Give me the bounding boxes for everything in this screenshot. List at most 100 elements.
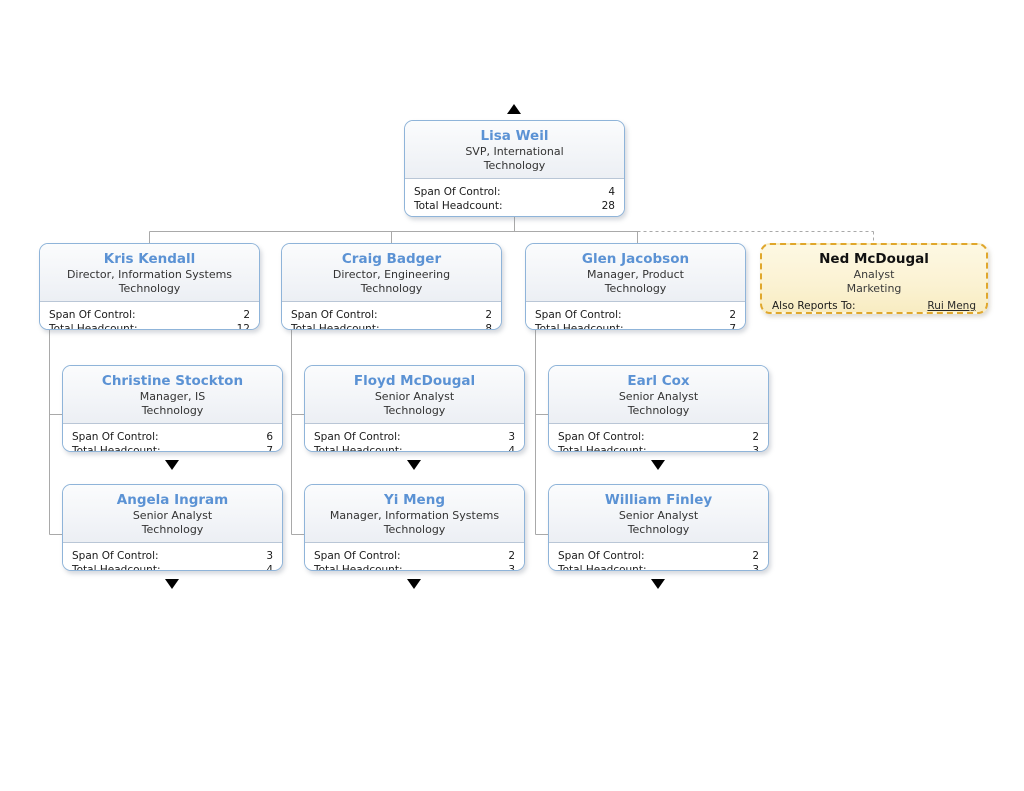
node-department: Technology bbox=[604, 282, 667, 295]
org-node-kris-kendall[interactable]: Kris Kendall Director, Information Syste… bbox=[39, 243, 260, 330]
stat-value: 3 bbox=[752, 445, 759, 452]
org-node-craig-badger[interactable]: Craig Badger Director, Engineering Techn… bbox=[281, 243, 502, 330]
node-department: Technology bbox=[141, 404, 204, 417]
node-header: Christine Stockton Manager, IS Technolog… bbox=[63, 366, 282, 424]
node-name: Floyd McDougal bbox=[353, 373, 476, 389]
org-node-william-finley[interactable]: William Finley Senior Analyst Technology… bbox=[548, 484, 769, 571]
stat-value: 2 bbox=[752, 431, 759, 443]
stat-value: 28 bbox=[601, 200, 615, 212]
stat-label: Total Headcount: bbox=[414, 200, 503, 212]
stat-value: 7 bbox=[266, 445, 273, 452]
node-stats: Span Of Control: 3 Total Headcount: 4 bbox=[305, 424, 524, 452]
node-department: Technology bbox=[483, 159, 546, 172]
node-stats: Span Of Control: 2 Total Headcount: 7 bbox=[526, 302, 745, 330]
node-stats: Span Of Control: 2 Total Headcount: 3 bbox=[305, 543, 524, 571]
stat-total-headcount: Total Headcount: 8 bbox=[291, 322, 492, 330]
stat-label: Total Headcount: bbox=[314, 445, 403, 452]
org-node-yi-meng[interactable]: Yi Meng Manager, Information Systems Tec… bbox=[304, 484, 525, 571]
triangle-down-icon[interactable] bbox=[651, 579, 665, 589]
stat-label: Span Of Control: bbox=[558, 550, 645, 562]
node-department: Technology bbox=[360, 282, 423, 295]
stat-value: 3 bbox=[508, 564, 515, 571]
stat-total-headcount: Total Headcount: 3 bbox=[314, 563, 515, 571]
stat-value: 2 bbox=[752, 550, 759, 562]
stat-total-headcount: Total Headcount: 3 bbox=[558, 444, 759, 452]
node-department: Technology bbox=[141, 523, 204, 536]
node-name: Ned McDougal bbox=[819, 251, 929, 267]
node-stats: Span Of Control: 3 Total Headcount: 4 bbox=[63, 543, 282, 571]
stat-total-headcount: Total Headcount: 7 bbox=[535, 322, 736, 330]
stat-span-of-control: Span Of Control: 2 bbox=[314, 549, 515, 563]
stat-label: Also Reports To: bbox=[772, 300, 856, 312]
org-node-christine-stockton[interactable]: Christine Stockton Manager, IS Technolog… bbox=[62, 365, 283, 452]
node-name: Craig Badger bbox=[341, 251, 442, 267]
stat-span-of-control: Span Of Control: 2 bbox=[535, 308, 736, 322]
node-name: Kris Kendall bbox=[103, 251, 196, 267]
org-node-earl-cox[interactable]: Earl Cox Senior Analyst Technology Span … bbox=[548, 365, 769, 452]
stat-value: 4 bbox=[266, 564, 273, 571]
triangle-down-icon[interactable] bbox=[651, 460, 665, 470]
stat-label: Total Headcount: bbox=[291, 323, 380, 330]
stat-span-of-control: Span Of Control: 2 bbox=[291, 308, 492, 322]
stat-label: Span Of Control: bbox=[535, 309, 622, 321]
triangle-up-icon[interactable] bbox=[507, 104, 521, 114]
triangle-down-icon[interactable] bbox=[165, 579, 179, 589]
stat-label: Span Of Control: bbox=[72, 550, 159, 562]
node-title: Senior Analyst bbox=[374, 390, 455, 403]
stat-span-of-control: Span Of Control: 3 bbox=[72, 549, 273, 563]
node-stats: Also Reports To: Rui Meng bbox=[762, 298, 986, 312]
stat-label: Total Headcount: bbox=[314, 564, 403, 571]
stat-label: Span Of Control: bbox=[72, 431, 159, 443]
org-node-angela-ingram[interactable]: Angela Ingram Senior Analyst Technology … bbox=[62, 484, 283, 571]
stat-total-headcount: Total Headcount: 4 bbox=[72, 563, 273, 571]
org-node-lisa-weil[interactable]: Lisa Weil SVP, International Technology … bbox=[404, 120, 625, 217]
stat-label: Total Headcount: bbox=[49, 323, 138, 330]
stat-span-of-control: Span Of Control: 3 bbox=[314, 430, 515, 444]
node-title: Senior Analyst bbox=[132, 509, 213, 522]
stat-label: Total Headcount: bbox=[558, 445, 647, 452]
triangle-down-icon[interactable] bbox=[165, 460, 179, 470]
stat-value: 6 bbox=[266, 431, 273, 443]
node-stats: Span Of Control: 4 Total Headcount: 28 bbox=[405, 179, 624, 216]
stat-label: Total Headcount: bbox=[558, 564, 647, 571]
node-stats: Span Of Control: 2 Total Headcount: 3 bbox=[549, 424, 768, 452]
stat-value: 8 bbox=[485, 323, 492, 330]
org-node-glen-jacobson[interactable]: Glen Jacobson Manager, Product Technolog… bbox=[525, 243, 746, 330]
stat-value: 2 bbox=[729, 309, 736, 321]
node-title: Senior Analyst bbox=[618, 509, 699, 522]
stat-value: 2 bbox=[243, 309, 250, 321]
stat-total-headcount: Total Headcount: 28 bbox=[414, 199, 615, 213]
org-node-floyd-mcdougal[interactable]: Floyd McDougal Senior Analyst Technology… bbox=[304, 365, 525, 452]
stat-label: Span Of Control: bbox=[414, 186, 501, 198]
stat-span-of-control: Span Of Control: 6 bbox=[72, 430, 273, 444]
node-title: Manager, IS bbox=[139, 390, 206, 403]
node-header: Kris Kendall Director, Information Syste… bbox=[40, 244, 259, 302]
node-name: William Finley bbox=[604, 492, 713, 508]
stat-value: 4 bbox=[608, 186, 615, 198]
node-title: Director, Information Systems bbox=[66, 268, 233, 281]
node-department: Technology bbox=[383, 404, 446, 417]
stat-value: 12 bbox=[236, 323, 250, 330]
stat-label: Total Headcount: bbox=[535, 323, 624, 330]
node-stats: Span Of Control: 6 Total Headcount: 7 bbox=[63, 424, 282, 452]
node-stats: Span Of Control: 2 Total Headcount: 8 bbox=[282, 302, 501, 330]
stat-value: 3 bbox=[266, 550, 273, 562]
node-title: Director, Engineering bbox=[332, 268, 451, 281]
node-name: Glen Jacobson bbox=[581, 251, 690, 267]
node-title: Manager, Information Systems bbox=[329, 509, 500, 522]
stat-label: Total Headcount: bbox=[72, 445, 161, 452]
node-header: Glen Jacobson Manager, Product Technolog… bbox=[526, 244, 745, 302]
triangle-down-icon[interactable] bbox=[407, 579, 421, 589]
node-department: Technology bbox=[118, 282, 181, 295]
node-title: SVP, International bbox=[465, 145, 564, 158]
also-reports-to-link[interactable]: Rui Meng bbox=[927, 300, 976, 312]
stat-label: Span Of Control: bbox=[314, 431, 401, 443]
stat-span-of-control: Span Of Control: 2 bbox=[49, 308, 250, 322]
node-header: Yi Meng Manager, Information Systems Tec… bbox=[305, 485, 524, 543]
org-node-ned-mcdougal[interactable]: Ned McDougal Analyst Marketing Also Repo… bbox=[760, 243, 988, 314]
node-header: Angela Ingram Senior Analyst Technology bbox=[63, 485, 282, 543]
triangle-down-icon[interactable] bbox=[407, 460, 421, 470]
node-department: Technology bbox=[627, 404, 690, 417]
stat-also-reports-to: Also Reports To: Rui Meng bbox=[772, 299, 976, 312]
